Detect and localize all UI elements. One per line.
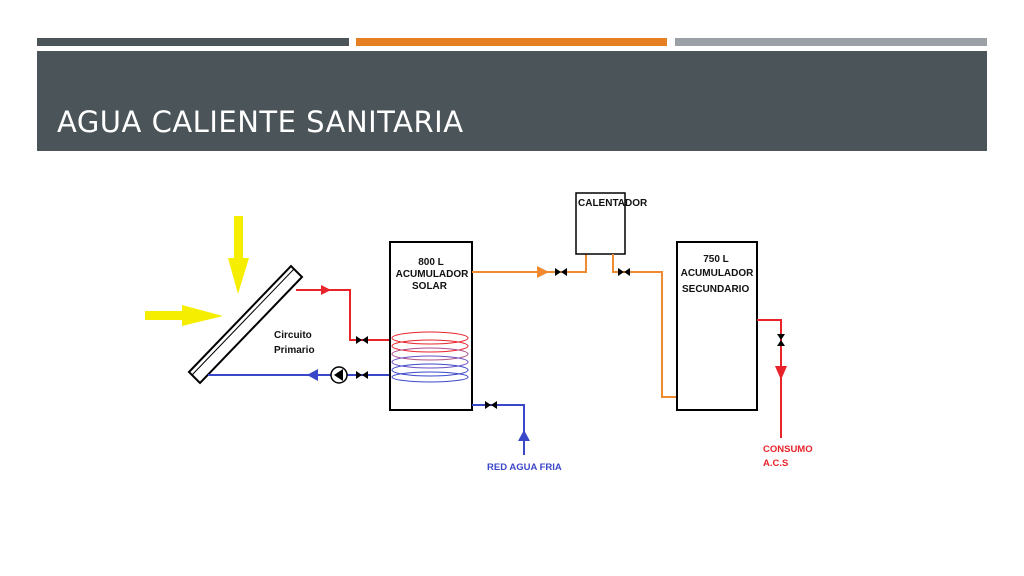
secondary-tank-volume: 750 L: [703, 254, 729, 265]
valve-icon: [777, 334, 785, 346]
sun-arrow-horizontal: [145, 305, 223, 326]
heater: [575, 192, 626, 255]
secondary-tank: [676, 241, 758, 411]
title-banner: AGUA CALIENTE SANITARIA: [37, 51, 987, 151]
circulation-pump-icon: [330, 366, 348, 384]
valve-icon: [555, 268, 567, 276]
cold-water-pipe: [472, 404, 530, 455]
hot-water-pipe: [472, 254, 587, 278]
consumption-label-1: CONSUMO: [763, 444, 813, 455]
solar-collector: [187, 264, 304, 385]
solar-tank-label-2: SOLAR: [412, 281, 448, 292]
valve-icon: [356, 371, 368, 379]
secondary-tank-label-1: ACUMULADOR: [681, 268, 755, 279]
solar-tank-label-1: ACUMULADOR: [396, 269, 470, 280]
cold-water-label: RED AGUA FRIA: [487, 462, 562, 473]
valve-icon: [618, 268, 630, 276]
valve-icon: [356, 336, 368, 344]
valve-icon: [485, 401, 497, 409]
heat-exchanger-coil: [391, 331, 469, 383]
accent-bar-orange: [356, 38, 667, 46]
consumption-label-2: A.C.S: [763, 458, 788, 469]
secondary-tank-label-2: SECUNDARIO: [682, 284, 749, 295]
consumption-pipe: [757, 319, 787, 438]
accent-bar-dark: [37, 38, 349, 46]
slide-title: AGUA CALIENTE SANITARIA: [57, 105, 464, 139]
heated-water-pipe: [612, 254, 677, 398]
primary-hot-pipe: [296, 285, 390, 341]
primary-circuit-label-1: Circuito: [274, 330, 312, 341]
sun-arrow-vertical: [228, 216, 249, 294]
heater-label: CALENTADOR: [578, 198, 648, 209]
accent-bar-grey: [675, 38, 987, 46]
primary-circuit-label-2: Primario: [274, 345, 315, 356]
solar-tank-volume: 800 L: [418, 257, 444, 268]
